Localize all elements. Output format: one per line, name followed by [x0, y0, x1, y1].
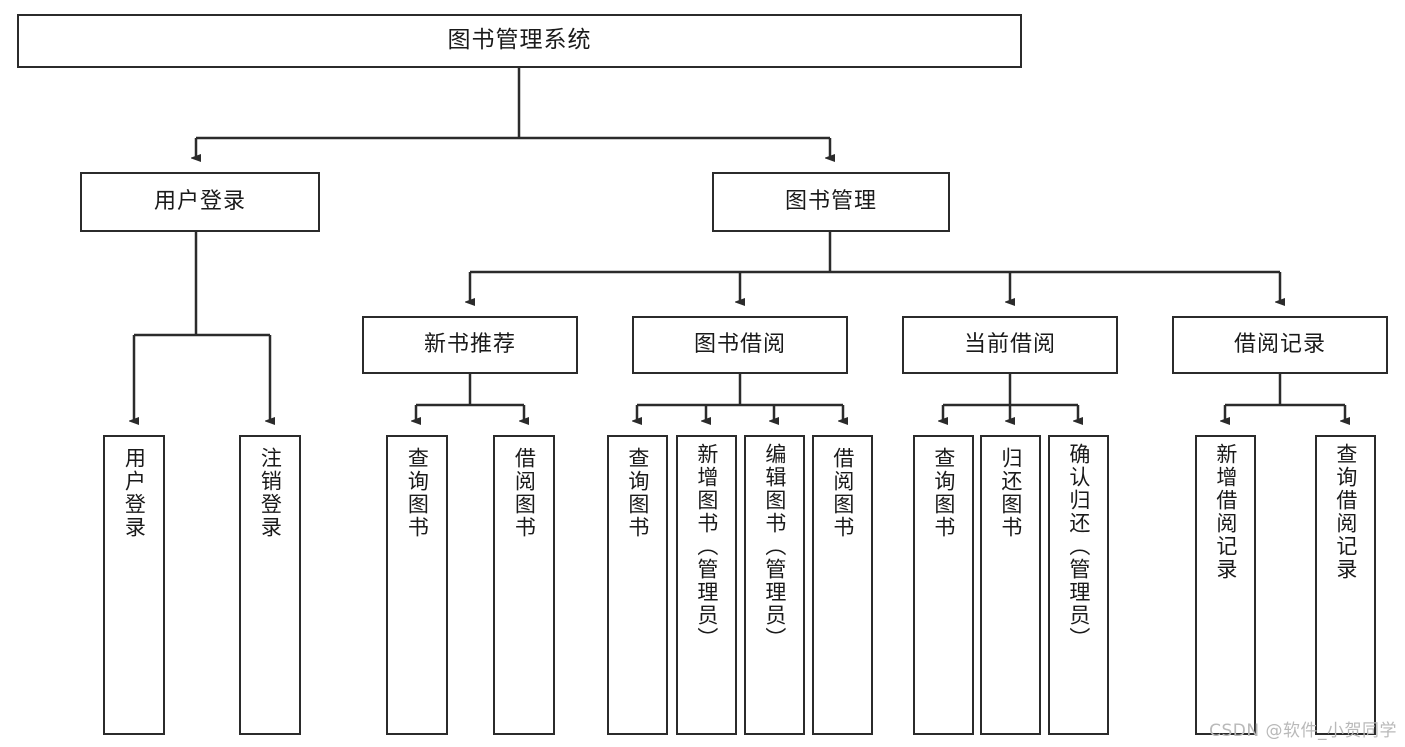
leaf-label: 用户登录: [122, 447, 147, 539]
node-book-borrow[interactable]: 图书借阅: [632, 316, 848, 374]
leaf-book-borrow-query-book[interactable]: 查询图书: [607, 435, 668, 735]
leaf-label: 查询图书: [931, 447, 956, 539]
csdn-watermark: CSDN @软件_小贺同学: [1209, 721, 1397, 741]
leaf-borrow-record-query-record[interactable]: 查询借阅记录: [1315, 435, 1376, 735]
leaf-user-login-signout[interactable]: 注销登录: [239, 435, 301, 735]
leaf-label: 查询图书: [405, 447, 430, 539]
leaf-book-borrow-add-book-admin[interactable]: 新增图书（管理员）: [676, 435, 737, 735]
leaf-new-book-borrow-book[interactable]: 借阅图书: [493, 435, 555, 735]
node-book-management[interactable]: 图书管理: [712, 172, 950, 232]
node-current-borrow[interactable]: 当前借阅: [902, 316, 1118, 374]
leaf-new-book-query-book[interactable]: 查询图书: [386, 435, 448, 735]
leaf-label: 借阅图书: [830, 447, 855, 539]
leaf-current-borrow-query-book[interactable]: 查询图书: [913, 435, 974, 735]
leaf-current-borrow-confirm-return-admin[interactable]: 确认归还（管理员）: [1048, 435, 1109, 735]
leaf-label: 编辑图书（管理员）: [762, 443, 787, 650]
node-label: 图书借阅: [693, 331, 786, 357]
leaf-current-borrow-return-book[interactable]: 归还图书: [980, 435, 1041, 735]
node-root-book-management-system[interactable]: 图书管理系统: [17, 14, 1022, 68]
node-borrow-record[interactable]: 借阅记录: [1172, 316, 1388, 374]
leaf-label: 新增图书（管理员）: [694, 443, 719, 650]
leaf-user-login-signin[interactable]: 用户登录: [103, 435, 165, 735]
leaf-label: 注销登录: [258, 447, 283, 539]
leaf-book-borrow-edit-book-admin[interactable]: 编辑图书（管理员）: [744, 435, 805, 735]
leaf-label: 归还图书: [998, 447, 1023, 539]
node-label: 图书管理: [784, 188, 877, 214]
node-label: 当前借阅: [963, 331, 1056, 357]
node-new-book-recommend[interactable]: 新书推荐: [362, 316, 578, 374]
node-label: 图书管理系统: [447, 27, 592, 54]
leaf-label: 新增借阅记录: [1213, 443, 1238, 581]
leaf-label: 确认归还（管理员）: [1066, 443, 1091, 650]
leaf-label: 查询借阅记录: [1333, 443, 1358, 581]
leaf-label: 查询图书: [625, 447, 650, 539]
node-label: 用户登录: [153, 188, 246, 214]
leaf-label: 借阅图书: [512, 447, 537, 539]
node-label: 借阅记录: [1233, 331, 1326, 357]
node-user-login[interactable]: 用户登录: [80, 172, 320, 232]
node-label: 新书推荐: [423, 331, 516, 357]
leaf-book-borrow-borrow-book[interactable]: 借阅图书: [812, 435, 873, 735]
leaf-borrow-record-add-record[interactable]: 新增借阅记录: [1195, 435, 1256, 735]
